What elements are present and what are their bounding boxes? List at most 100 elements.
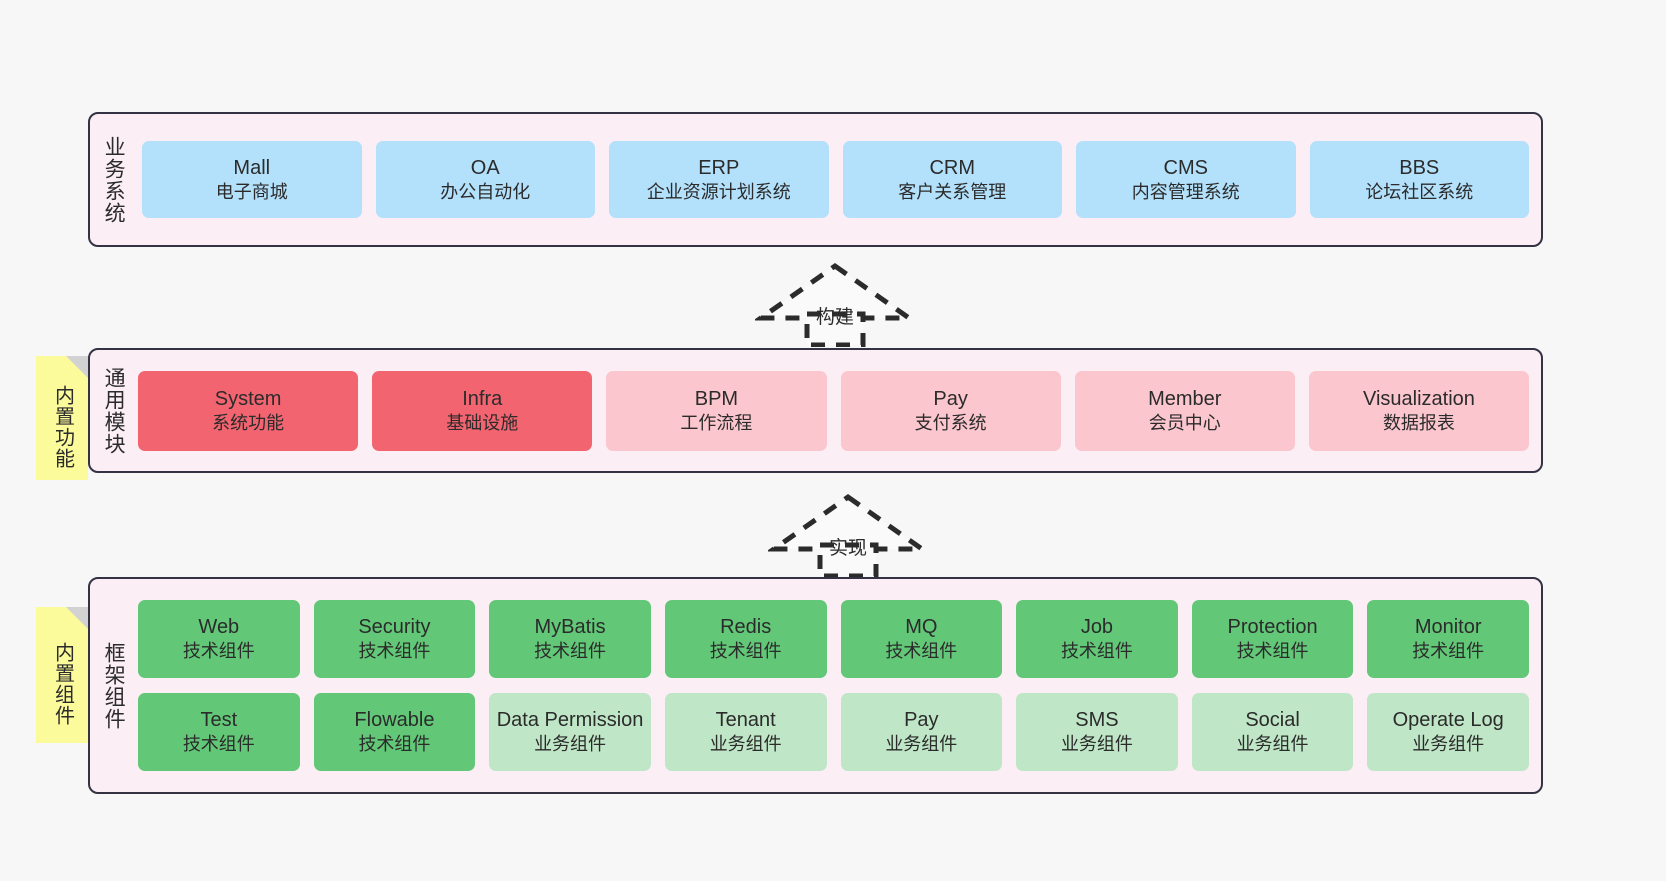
card-infra[interactable]: Infra 基础设施 — [372, 370, 593, 451]
card-subtitle: 业务组件 — [1060, 734, 1133, 755]
card-member[interactable]: Member 会员中心 — [1074, 370, 1295, 451]
card-subtitle: 工作流程 — [680, 412, 753, 433]
card-title: Pay — [933, 387, 968, 410]
arrowhead-triangle — [755, 262, 915, 321]
layer-label-business-systems: 业务系统 — [102, 135, 126, 224]
card-title: BPM — [694, 387, 739, 410]
card-subtitle: 企业资源计划系统 — [646, 181, 791, 202]
card-protection[interactable]: Protection 技术组件 — [1191, 600, 1354, 678]
card-title: SMS — [1075, 709, 1119, 732]
note-builtin-components: 内置组件 — [36, 607, 88, 743]
card-title: Security — [358, 616, 431, 639]
card-operate-log[interactable]: Operate Log 业务组件 — [1367, 693, 1529, 771]
card-subtitle: 业务组件 — [885, 734, 958, 755]
card-title: Pay — [904, 709, 939, 732]
card-subtitle: 业务组件 — [1236, 734, 1309, 755]
card-oa[interactable]: OA 办公自动化 — [375, 141, 595, 218]
card-bpm[interactable]: BPM 工作流程 — [606, 370, 827, 451]
note-builtin-functions: 内置功能 — [36, 356, 88, 480]
card-subtitle: 会员中心 — [1148, 412, 1221, 433]
card-row: System 系统功能 Infra 基础设施 BPM 工作流程 Pay 支付系统… — [138, 370, 1530, 451]
card-title: Member — [1148, 387, 1222, 410]
card-subtitle: 技术组件 — [358, 734, 431, 755]
layer-common-modules: 通用模块 System 系统功能 Infra 基础设施 BPM 工作流程 Pay… — [88, 348, 1543, 473]
card-redis[interactable]: Redis 技术组件 — [664, 600, 827, 678]
card-sms[interactable]: SMS 业务组件 — [1016, 693, 1178, 771]
card-test[interactable]: Test 技术组件 — [138, 693, 300, 771]
folded-corner-icon — [66, 607, 88, 629]
card-bbs[interactable]: BBS 论坛社区系统 — [1309, 141, 1529, 218]
card-subtitle: 业务组件 — [534, 734, 607, 755]
card-data-permission[interactable]: Data Permission 业务组件 — [489, 693, 651, 771]
layer-label-framework-components: 框架组件 — [102, 641, 126, 730]
card-web[interactable]: Web 技术组件 — [138, 600, 300, 678]
card-title: Flowable — [354, 709, 435, 732]
card-subtitle: 技术组件 — [358, 641, 431, 662]
card-title: Data Permission — [496, 709, 644, 732]
card-subtitle: 支付系统 — [914, 412, 987, 433]
card-pay[interactable]: Pay 支付系统 — [840, 370, 1061, 451]
card-cms[interactable]: CMS 内容管理系统 — [1076, 141, 1296, 218]
card-row: Mall 电子商城 OA 办公自动化 ERP 企业资源计划系统 CRM 客户关系… — [142, 141, 1529, 218]
card-subtitle: 客户关系管理 — [898, 181, 1007, 202]
card-erp[interactable]: ERP 企业资源计划系统 — [609, 141, 829, 218]
card-social[interactable]: Social 业务组件 — [1191, 693, 1354, 771]
card-subtitle: 技术组件 — [709, 641, 782, 662]
card-title: Operate Log — [1392, 709, 1504, 732]
layer-business-systems: 业务系统 Mall 电子商城 OA 办公自动化 ERP 企业资源计划系统 CRM… — [88, 112, 1543, 247]
card-title: MyBatis — [534, 616, 606, 639]
layer-label-common-modules: 通用模块 — [102, 366, 126, 455]
layer-body-business-systems: Mall 电子商城 OA 办公自动化 ERP 企业资源计划系统 CRM 客户关系… — [136, 114, 1541, 245]
card-mall[interactable]: Mall 电子商城 — [142, 141, 362, 218]
card-subtitle: 技术组件 — [885, 641, 958, 662]
card-subtitle: 电子商城 — [215, 181, 288, 202]
card-title: Mall — [233, 156, 271, 179]
card-subtitle: 论坛社区系统 — [1365, 181, 1474, 202]
arrow-shaft — [817, 542, 879, 578]
card-title: Test — [200, 709, 238, 732]
card-pay-business[interactable]: Pay 业务组件 — [840, 693, 1003, 771]
card-title: ERP — [698, 156, 740, 179]
layer-framework-components: 框架组件 Web 技术组件 Security 技术组件 MyBatis 技术组件… — [88, 577, 1543, 794]
card-tenant[interactable]: Tenant 业务组件 — [664, 693, 827, 771]
card-title: Monitor — [1414, 616, 1482, 639]
folded-corner-icon — [66, 356, 88, 378]
card-title: OA — [470, 156, 500, 179]
card-title: Protection — [1227, 616, 1318, 639]
card-subtitle: 业务组件 — [1412, 734, 1485, 755]
card-mybatis[interactable]: MyBatis 技术组件 — [489, 600, 651, 678]
card-security[interactable]: Security 技术组件 — [313, 600, 476, 678]
card-subtitle: 基础设施 — [446, 412, 519, 433]
card-system[interactable]: System 系统功能 — [138, 370, 359, 451]
card-subtitle: 系统功能 — [212, 412, 285, 433]
card-title: BBS — [1399, 156, 1440, 179]
card-crm[interactable]: CRM 客户关系管理 — [842, 141, 1062, 218]
arrow-label-realize: 实现 — [828, 538, 868, 559]
realize-arrow: 实现 — [768, 493, 928, 578]
card-monitor[interactable]: Monitor 技术组件 — [1367, 600, 1529, 678]
card-flowable[interactable]: Flowable 技术组件 — [313, 693, 476, 771]
card-visualization[interactable]: Visualization 数据报表 — [1308, 370, 1530, 451]
card-title: Redis — [720, 616, 772, 639]
layer-body-common-modules: System 系统功能 Infra 基础设施 BPM 工作流程 Pay 支付系统… — [136, 350, 1541, 471]
card-row: Web 技术组件 Security 技术组件 MyBatis 技术组件 Redi… — [138, 600, 1529, 678]
arrowhead-triangle — [768, 493, 928, 552]
card-title: Social — [1245, 709, 1300, 732]
card-title: System — [214, 387, 282, 410]
card-title: Web — [198, 616, 240, 639]
note-label: 内置组件 — [51, 642, 74, 726]
card-title: Visualization — [1362, 387, 1475, 410]
card-subtitle: 业务组件 — [709, 734, 782, 755]
card-row: Test 技术组件 Flowable 技术组件 Data Permission … — [138, 693, 1529, 771]
build-arrow: 构建 — [755, 262, 915, 347]
card-job[interactable]: Job 技术组件 — [1016, 600, 1178, 678]
card-subtitle: 办公自动化 — [440, 181, 531, 202]
card-subtitle: 技术组件 — [1060, 641, 1133, 662]
card-title: Job — [1080, 616, 1114, 639]
card-mq[interactable]: MQ 技术组件 — [840, 600, 1003, 678]
card-subtitle: 技术组件 — [182, 641, 255, 662]
card-subtitle: 内容管理系统 — [1131, 181, 1240, 202]
arrow-label-build: 构建 — [815, 307, 855, 328]
card-subtitle: 技术组件 — [1412, 641, 1485, 662]
